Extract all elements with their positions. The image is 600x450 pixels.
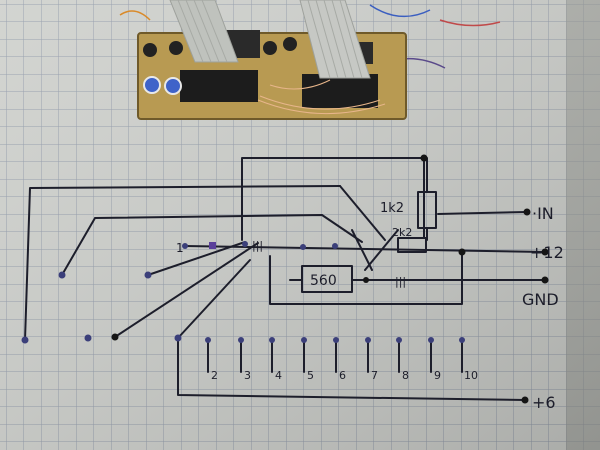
trimmer-pot-2 [164, 77, 182, 95]
transistor-2 [169, 41, 183, 55]
label-gnd: GND [522, 290, 559, 309]
label-plus6: +6 [532, 393, 556, 412]
wire-cross-1 [364, 229, 399, 271]
wire-diag-long [114, 242, 259, 338]
resistor-2k2 [397, 237, 427, 253]
wire-in [437, 211, 528, 215]
label-pin-6: 6 [339, 369, 346, 382]
label-pin-8: 8 [402, 369, 409, 382]
label-pin-2: 2 [211, 369, 218, 382]
wire-diag-short [177, 259, 251, 339]
ic-chip-right [302, 74, 378, 108]
wire-plus6 [177, 337, 526, 401]
label-cap-bottom: ||| [395, 275, 406, 288]
label-pin-1: 1 [176, 241, 184, 255]
transistor-3 [263, 41, 277, 55]
ribbon-cable-right [299, 0, 371, 79]
ic-chip-left [180, 70, 258, 102]
transistor-4 [283, 37, 297, 51]
label-pin-5: 5 [307, 369, 314, 382]
label-560: 560 [310, 273, 337, 289]
loose-wires [119, 4, 501, 69]
label-2k2: 2k2 [392, 226, 412, 239]
label-pin-10: 10 [464, 369, 478, 382]
label-1k2: 1k2 [380, 201, 404, 216]
label-plus12: +12 [530, 243, 564, 262]
label-pin-9: 9 [434, 369, 441, 382]
schematic-labels: ·IN +12 GND +6 1k2 2k2 560 ||| ||| 1 2 3… [176, 201, 564, 412]
pin-legs [207, 339, 463, 373]
trimmer-pot-1 [143, 76, 161, 94]
wire-left-top [24, 185, 341, 341]
transistor-1 [143, 43, 157, 57]
schematic [24, 157, 546, 401]
wire-cross-2 [351, 229, 373, 271]
junction-dots [21, 154, 549, 404]
wire-loop [269, 251, 463, 305]
label-cap-top: ||| [252, 239, 263, 252]
ribbon-cable-left [169, 0, 239, 63]
wire-top-frame [241, 157, 425, 241]
label-pin-7: 7 [371, 369, 378, 382]
wire-second [61, 214, 363, 276]
board-wiring [257, 79, 386, 115]
label-pin-4: 4 [275, 369, 282, 382]
wire-diag-to-1k2 [339, 185, 386, 241]
label-pin-3: 3 [244, 369, 251, 382]
label-in: ·IN [532, 204, 554, 223]
